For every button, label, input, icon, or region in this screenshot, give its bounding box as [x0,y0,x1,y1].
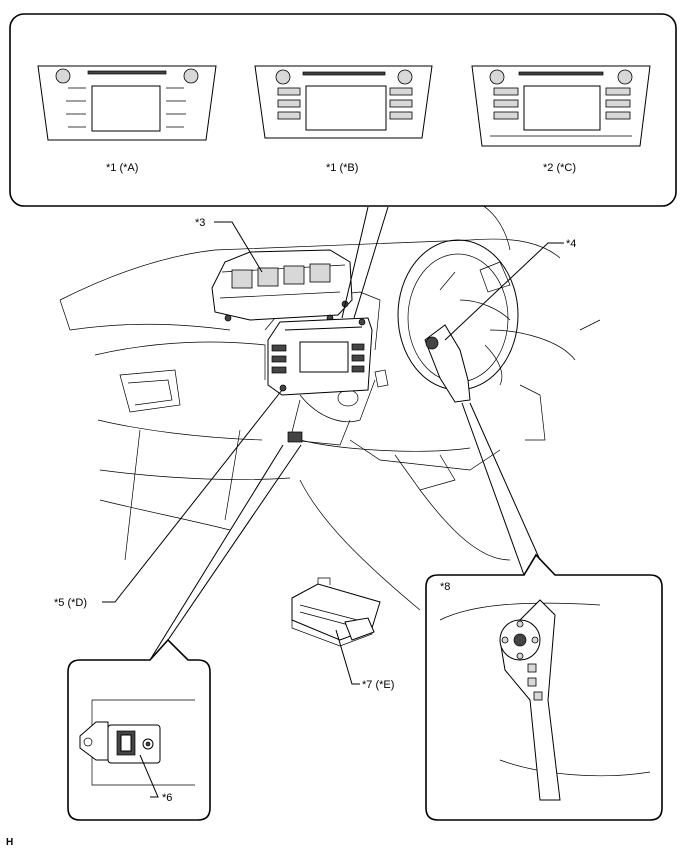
instrument-cluster [211,249,353,322]
label-radio-a: *1 (*A) [106,162,138,174]
label-steering-switch: *8 [440,581,450,593]
audio-unit-in-dash [267,317,373,396]
leader-lines [102,206,564,798]
label-steering-column: *4 [566,238,576,250]
usb-location [287,431,303,443]
usb-port-drawing [79,699,195,786]
radio-unit-b-drawing [254,65,433,139]
label-usb-port: *6 [162,792,172,804]
radio-unit-a-drawing [37,65,217,141]
dashboard-outline [59,199,601,611]
label-radio-c: *2 (*C) [543,162,576,174]
amplifier-unit [291,577,381,647]
figure-code: H [6,837,13,848]
label-cluster: *3 [195,217,205,229]
label-radio-b: *1 (*B) [326,162,358,174]
radio-unit-c-drawing [471,65,651,147]
label-amplifier: *7 (*E) [362,679,394,691]
steering-switch-drawing [439,599,651,801]
label-audio-unit: *5 (*D) [54,597,87,609]
steering-wheel [397,239,519,403]
